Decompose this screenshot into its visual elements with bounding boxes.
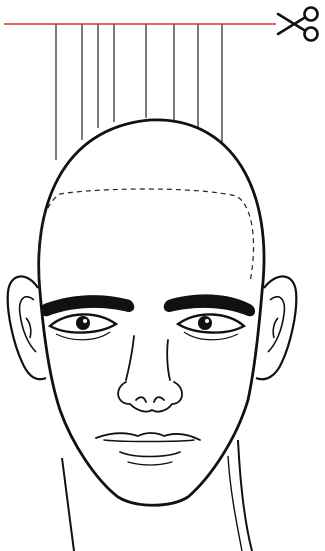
scissors-icon xyxy=(278,8,318,41)
left-iris xyxy=(76,316,90,330)
neck-left xyxy=(62,458,74,551)
head-outline xyxy=(39,120,264,505)
right-iris xyxy=(198,316,212,330)
neck-right xyxy=(238,440,252,551)
